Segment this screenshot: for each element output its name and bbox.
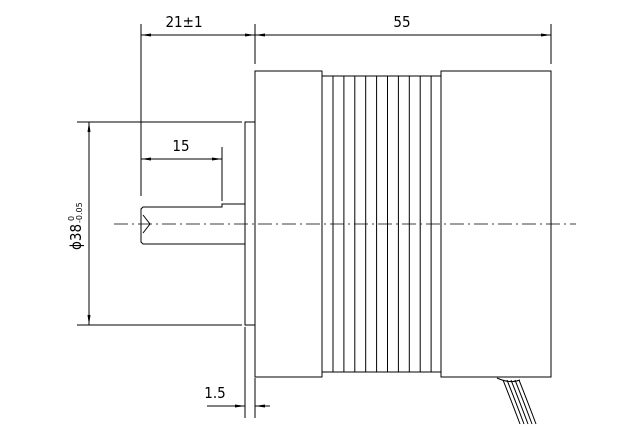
lead-wire	[502, 379, 521, 425]
diameter-lower-tolerance: -0.05	[75, 202, 84, 223]
lead-wire	[518, 379, 537, 425]
lead-wire	[514, 379, 533, 425]
dim-label-diameter: 38	[67, 224, 85, 241]
dimension-shaft-step: 15	[141, 137, 223, 201]
dimension-body-length: 55	[255, 13, 552, 64]
dim-label-flange-thickness: 1.5	[204, 384, 225, 402]
dim-label-shaft-length: 21±1	[165, 13, 202, 31]
dimension-flange-thickness: 1.5	[204, 327, 270, 418]
diameter-symbol: ϕ	[67, 241, 85, 250]
flange-plate	[244, 121, 256, 326]
shaft	[140, 203, 245, 245]
svg-text:ϕ38: ϕ38	[67, 224, 85, 250]
rear-housing	[440, 70, 552, 378]
fin-section	[321, 75, 442, 373]
wire-grommet	[496, 377, 521, 383]
lead-wire	[510, 379, 529, 425]
lead-wire	[506, 379, 525, 425]
dimension-diameter: ϕ38 0 -0.05	[67, 121, 242, 326]
diameter-upper-tolerance: 0	[67, 216, 76, 221]
lead-wires	[502, 379, 537, 425]
dimension-shaft-length: 21±1	[140, 13, 256, 196]
dim-label-shaft-step: 15	[172, 137, 189, 155]
dim-label-body-length: 55	[393, 13, 410, 31]
